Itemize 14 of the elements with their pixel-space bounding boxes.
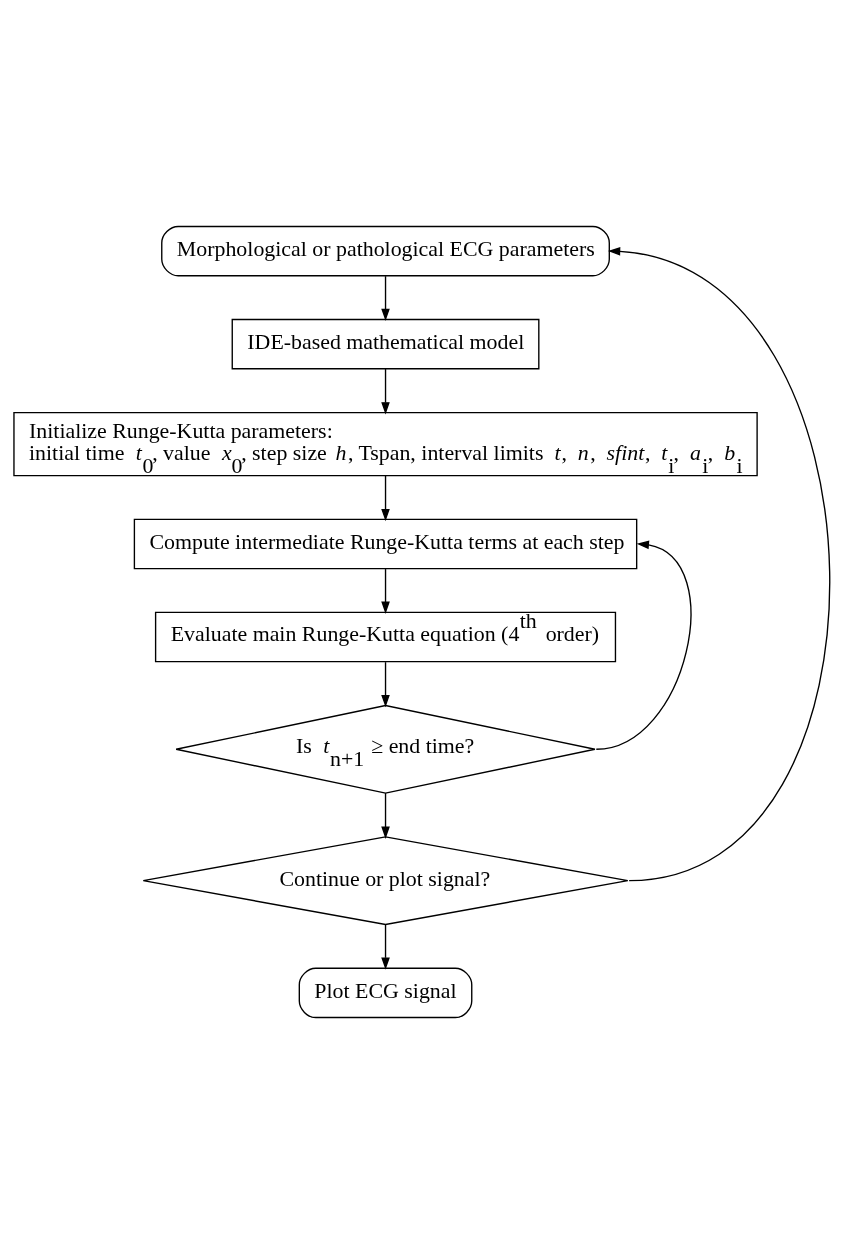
arrow [607, 247, 831, 882]
arrow [595, 540, 692, 750]
node-box: Compute intermediate Runge-Kutta terms at each step [133, 518, 638, 570]
arrow [381, 275, 390, 321]
arrow [381, 568, 390, 614]
arrow [381, 924, 390, 970]
node-box: Morphological or pathological ECG parameters [161, 225, 610, 277]
arrow [381, 475, 390, 522]
node-diamond: Continue or plot signal? [142, 836, 629, 926]
arrow [381, 368, 390, 415]
node-box: IDE-based mathematical model [231, 318, 540, 370]
arrow [381, 661, 390, 708]
arrow [381, 792, 390, 839]
node-box: Plot ECG signal [298, 967, 473, 1019]
